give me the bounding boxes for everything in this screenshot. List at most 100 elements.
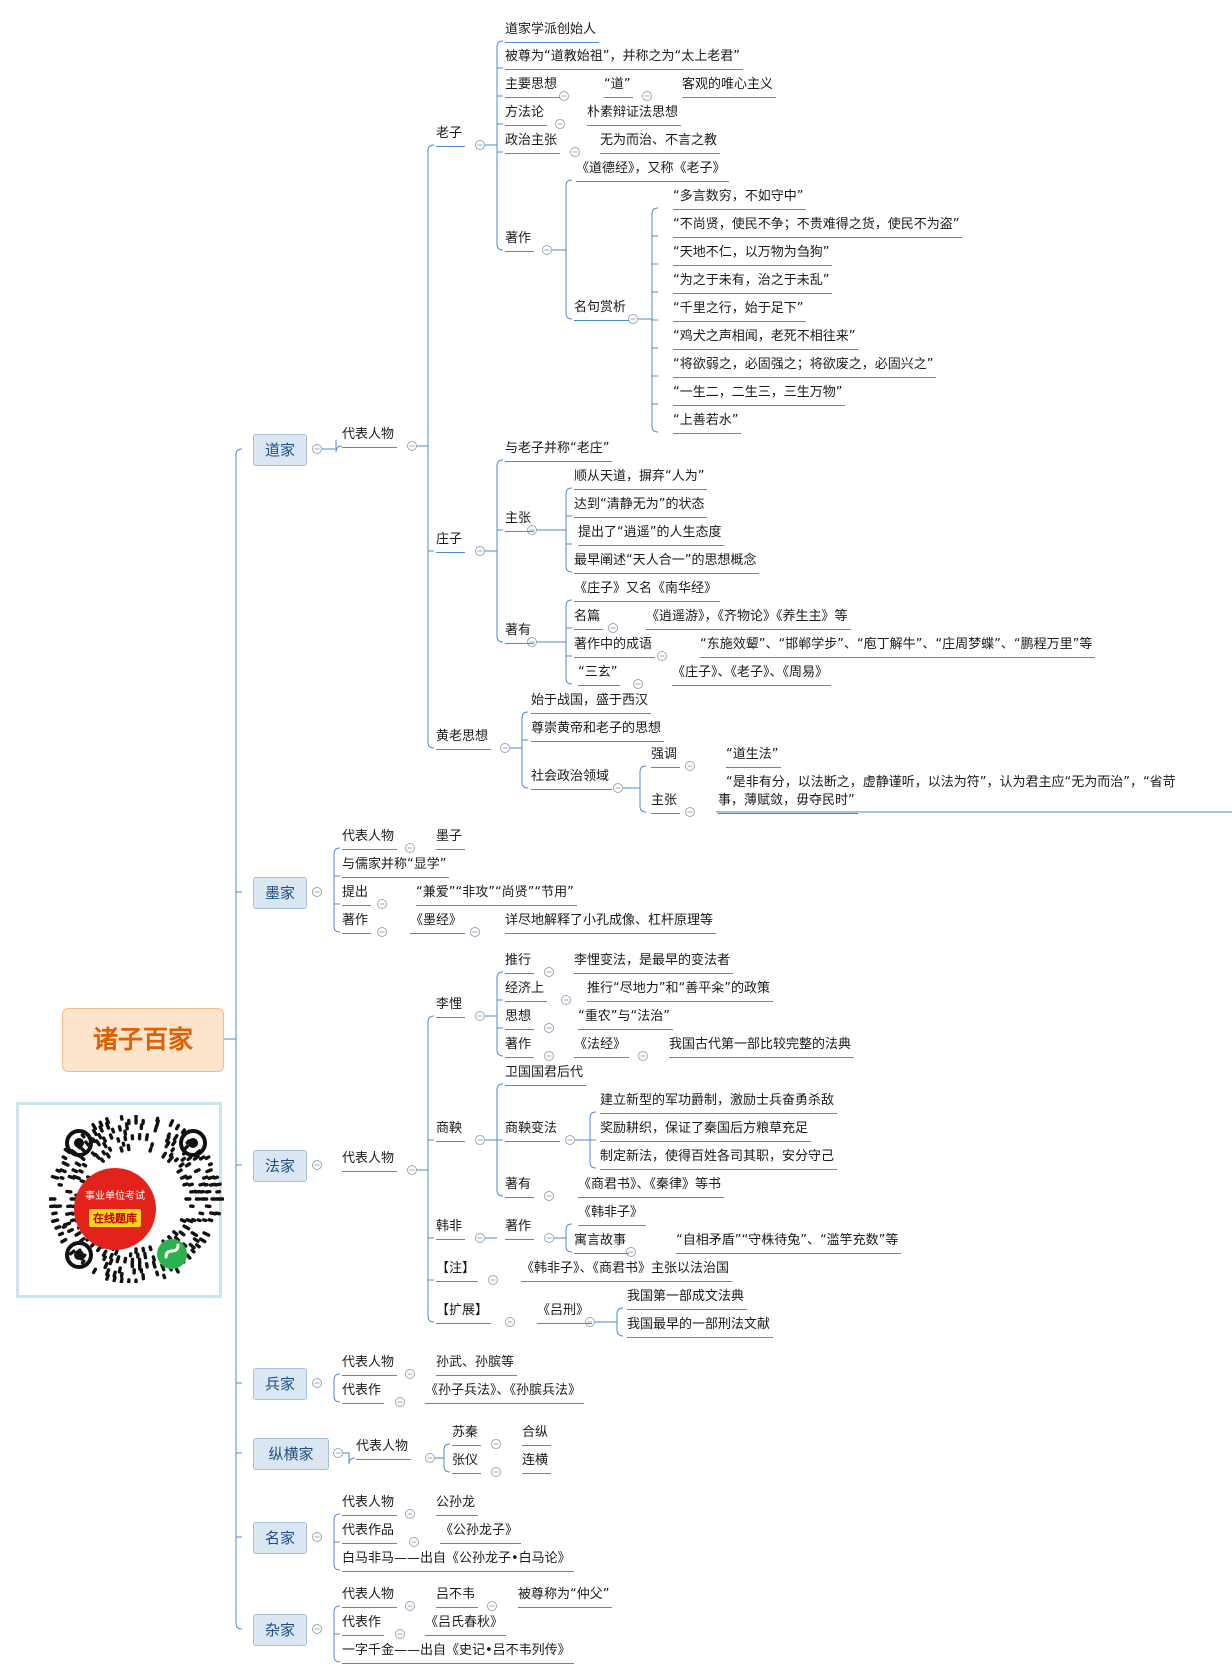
zhuangzi-idioms-value[interactable]: “东施效颦”、“邯郸学步”、“庖丁解牛”、“庄周梦蝶”、“鹏程万里”等 — [700, 636, 1096, 658]
quote-item[interactable]: “一生二，二生三，三生万物” — [673, 384, 846, 406]
bingjia-rep-value[interactable]: 孙武、孙膑等 — [436, 1354, 518, 1376]
laozi-politics-value[interactable]: 无为而治、不言之教 — [600, 132, 721, 154]
likui-node[interactable]: 李悝 — [436, 996, 466, 1018]
school-fajia[interactable]: 法家 — [253, 1150, 307, 1182]
mojia-works[interactable]: 著作 — [342, 912, 372, 934]
mojia-works-book[interactable]: 《墨经》 — [410, 912, 466, 934]
zhuangzi-book[interactable]: 《庄子》又名《南华经》 — [574, 580, 721, 602]
likui-works-desc[interactable]: 我国古代第一部比较完整的法典 — [669, 1036, 855, 1058]
zajia-rep-value[interactable]: 吕不韦 — [436, 1586, 479, 1608]
huanglao-claim-text-2[interactable]: 事，薄赋敛，毋夺民时” — [718, 792, 858, 814]
hanfei-works[interactable]: 著作 — [505, 1218, 535, 1240]
fajia-ext-book[interactable]: 《吕刑》 — [537, 1302, 593, 1324]
laozi-thought[interactable]: 主要思想 — [505, 76, 561, 98]
mojia-with-ru[interactable]: 与儒家并称“显学” — [342, 856, 450, 878]
mojia-rep-value[interactable]: 墨子 — [436, 828, 466, 850]
shangyang-reform[interactable]: 商鞅变法 — [505, 1120, 561, 1142]
zhuangzi-claim-item[interactable]: 最早阐述“天人合一”的思想概念 — [574, 552, 760, 574]
school-zajia[interactable]: 杂家 — [253, 1614, 307, 1646]
zajia-works-value[interactable]: 《吕氏春秋》 — [425, 1614, 507, 1636]
laozi-quotes-label[interactable]: 名句赏析 — [574, 299, 630, 321]
school-zonghengjia[interactable]: 纵横家 — [253, 1438, 329, 1470]
mingjia-rep[interactable]: 代表人物 — [342, 1494, 398, 1516]
laozi-works[interactable]: 著作 — [505, 230, 535, 252]
likui-econ-value[interactable]: 推行“尽地力”和“善平籴”的政策 — [587, 980, 773, 1002]
quote-item[interactable]: “多言数穷，不如守中” — [673, 188, 807, 210]
zhuangzi-claim-item[interactable]: 顺从天道，摒弃“人为” — [574, 468, 708, 490]
mingjia-works-value[interactable]: 《公孙龙子》 — [440, 1522, 522, 1544]
hanfei-node[interactable]: 韩非 — [436, 1218, 466, 1240]
school-mingjia[interactable]: 名家 — [253, 1522, 307, 1554]
quote-item[interactable]: “为之于未有，治之于未乱” — [673, 272, 833, 294]
likui-promote[interactable]: 推行 — [505, 952, 535, 974]
zongheng-suqin-value[interactable]: 合纵 — [522, 1424, 552, 1446]
quote-item[interactable]: “将欲弱之，必固强之；将欲废之，必固兴之” — [673, 356, 937, 378]
fajia-rep[interactable]: 代表人物 — [342, 1150, 398, 1172]
quote-item[interactable]: “天地不仁，以万物为刍狗” — [673, 244, 833, 266]
huanglao-item[interactable]: 始于战国，盛于西汉 — [531, 692, 652, 714]
hanfei-fables-value[interactable]: “自相矛盾”“守株待兔”、“滥竽充数”等 — [676, 1232, 902, 1254]
zajia-works[interactable]: 代表作 — [342, 1614, 385, 1636]
quote-item[interactable]: “上善若水” — [673, 412, 742, 434]
zajia-yizi[interactable]: 一字千金——出自《史记•吕不韦列传》 — [342, 1642, 574, 1664]
zhuangzi-sanxuan-value[interactable]: 《庄子》、《老子》、《周易》 — [672, 664, 832, 686]
shangyang-reform-item[interactable]: 制定新法，使得百姓各司其职，安分守己 — [600, 1148, 838, 1170]
huanglao-field[interactable]: 社会政治领域 — [531, 768, 613, 790]
shangyang-reform-item[interactable]: 奖励耕织，保证了秦国后方粮草充足 — [600, 1120, 812, 1142]
laozi-method[interactable]: 方法论 — [505, 104, 548, 126]
huanglao-item[interactable]: 尊崇黄帝和老子的思想 — [531, 720, 665, 742]
likui-thought[interactable]: 思想 — [505, 1008, 535, 1030]
bingjia-works-value[interactable]: 《孙子兵法》、《孙膑兵法》 — [425, 1382, 585, 1404]
mojia-propose[interactable]: 提出 — [342, 884, 372, 906]
mojia-rep[interactable]: 代表人物 — [342, 828, 398, 850]
quote-item[interactable]: “千里之行，始于足下” — [673, 300, 807, 322]
laozi-honor[interactable]: 被尊为“道教始祖”，并称之为“太上老君” — [505, 48, 743, 70]
shangyang-reform-item[interactable]: 建立新型的军功爵制，激励士兵奋勇杀敌 — [600, 1092, 838, 1114]
likui-works[interactable]: 著作 — [505, 1036, 535, 1058]
huanglao-node[interactable]: 黄老思想 — [436, 728, 492, 750]
zhuangzi-famous-value[interactable]: 《逍遥游》，《齐物论》《养生主》等 — [646, 608, 851, 630]
likui-thought-value[interactable]: “重农”与“法治” — [578, 1008, 673, 1030]
mojia-works-desc[interactable]: 详尽地解释了小孔成像、杠杆原理等 — [505, 912, 717, 934]
mingjia-rep-value[interactable]: 公孙龙 — [436, 1494, 479, 1516]
huanglao-emphasis-value[interactable]: “道生法” — [726, 746, 782, 768]
zajia-rep[interactable]: 代表人物 — [342, 1586, 398, 1608]
zhuangzi-works[interactable]: 著有 — [505, 622, 535, 644]
huanglao-emphasis[interactable]: 强调 — [651, 746, 681, 768]
zhuangzi-famous[interactable]: 名篇 — [574, 608, 604, 630]
quote-item[interactable]: “鸡犬之声相闻，老死不相往来” — [673, 328, 859, 350]
mojia-propose-value[interactable]: “兼爱”“非攻”“尚贤”“节用” — [416, 884, 577, 906]
laozi-thought-dao[interactable]: “道” — [604, 76, 634, 98]
hanfei-fables[interactable]: 寓言故事 — [574, 1232, 630, 1254]
fajia-note-value[interactable]: 《韩非子》、《商君书》主张以法治国 — [521, 1260, 733, 1282]
zongheng-zhangyi-value[interactable]: 连横 — [522, 1452, 552, 1474]
mingjia-works[interactable]: 代表作品 — [342, 1522, 398, 1544]
fajia-note[interactable]: 【注】 — [436, 1260, 479, 1282]
bingjia-rep[interactable]: 代表人物 — [342, 1354, 398, 1376]
zongheng-suqin[interactable]: 苏秦 — [452, 1424, 482, 1446]
zhuangzi-claims[interactable]: 主张 — [505, 510, 535, 532]
zhuangzi-idioms[interactable]: 著作中的成语 — [574, 636, 656, 658]
shangyang-node[interactable]: 商鞅 — [436, 1120, 466, 1142]
bingjia-works[interactable]: 代表作 — [342, 1382, 385, 1404]
laozi-thought-idealism[interactable]: 客观的唯心主义 — [682, 76, 777, 98]
zhuangzi-with-laozi[interactable]: 与老子并称“老庄” — [505, 440, 613, 462]
zhuangzi-node[interactable]: 庄子 — [436, 531, 466, 553]
shangyang-works[interactable]: 著有 — [505, 1176, 535, 1198]
likui-works-book[interactable]: 《法经》 — [574, 1036, 630, 1058]
root-topic[interactable]: 诸子百家 — [62, 1008, 224, 1072]
zongheng-zhangyi[interactable]: 张仪 — [452, 1452, 482, 1474]
fajia-ext-item[interactable]: 我国第一部成文法典 — [627, 1288, 748, 1310]
shangyang-works-value[interactable]: 《商君书》、《秦律》等书 — [578, 1176, 725, 1198]
hanfei-book[interactable]: 《韩非子》 — [578, 1204, 647, 1226]
school-daojia[interactable]: 道家 — [253, 434, 307, 466]
zhuangzi-claim-item[interactable]: 达到“清静无为”的状态 — [574, 496, 708, 518]
zajia-rep-honor[interactable]: 被尊称为“仲父” — [518, 1586, 613, 1608]
mingjia-baima[interactable]: 白马非马——出自《公孙龙子•白马论》 — [342, 1550, 574, 1572]
shangyang-origin[interactable]: 卫国国君后代 — [505, 1064, 587, 1086]
laozi-node[interactable]: 老子 — [436, 125, 466, 147]
quote-item[interactable]: “不尚贤，使民不争；不贵难得之货，使民不为盗” — [673, 216, 963, 238]
zhuangzi-sanxuan[interactable]: “三玄” — [578, 664, 621, 686]
huanglao-claim[interactable]: 主张 — [651, 792, 681, 814]
laozi-book[interactable]: 《道德经》，又称《老子》 — [576, 160, 729, 182]
